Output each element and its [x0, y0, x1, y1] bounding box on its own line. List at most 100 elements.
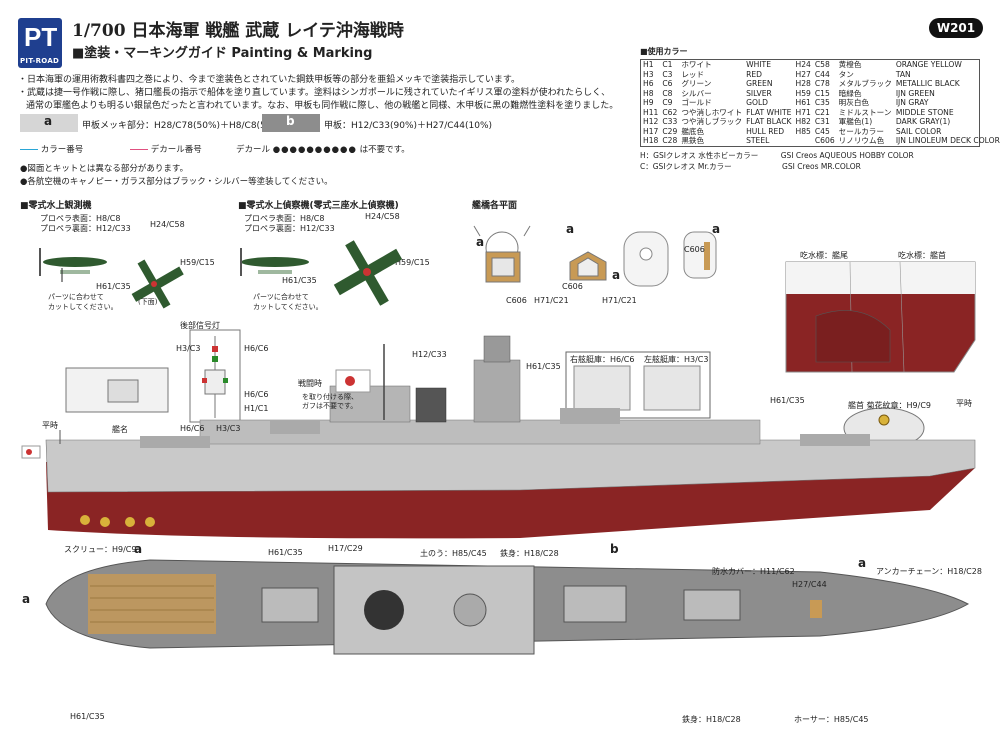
color-table-cell: SILVER: [746, 88, 772, 98]
color-table-cell: C33: [662, 117, 678, 126]
plan-h27: H27/C44: [792, 580, 827, 589]
color-table-cell: H12: [643, 117, 659, 126]
signal-h1: H1/C1: [244, 404, 269, 413]
color-table-cell: METALLIC BLACK: [895, 79, 960, 88]
signal-light-detail: [65, 329, 241, 423]
color-table-cell: C44: [814, 69, 830, 79]
swatch-a-letter: a: [44, 114, 53, 128]
plan-a-1: a: [134, 542, 143, 556]
color-table-cell: C31: [814, 117, 830, 126]
color-table-cell: 軍艦色(1): [838, 117, 873, 126]
color-table-cell: DARK GRAY(1): [895, 117, 951, 126]
flat-label-right: 平時: [956, 399, 972, 408]
plan-b-label: b: [610, 542, 619, 556]
warning-1: ●図面とキットとは異なる部分があります。: [20, 164, 189, 174]
color-table-foot-1: H：GSIクレオス 水性ホビーカラー GSI Creos AQUEOUS HOB…: [640, 150, 980, 161]
color-table-cell: C21: [814, 107, 830, 117]
legend-decal-prefix: デカール: [236, 145, 271, 155]
swatch-b-label: 甲板：H12/C33(90%)＋H27/C44(10%): [324, 121, 493, 131]
color-table-cell: C15: [814, 88, 830, 98]
color-table-cell: ゴールド: [681, 98, 712, 107]
color-table-cell: C62: [662, 107, 678, 117]
foot-c-jp: C：GSIクレオス Mr.カラー: [640, 161, 732, 171]
h24-label-2: H24/C58: [365, 212, 400, 221]
ship-profile: [45, 335, 976, 539]
plane1-top: [131, 259, 184, 309]
cut-note-1a: パーツに合わせて: [48, 293, 104, 301]
color-table-cell: H9: [643, 98, 654, 107]
swatch-a-label: 甲板メッキ部分：H28/C78(50%)＋H8/C8(50%): [82, 121, 284, 131]
prop-front-2: プロペラ表面：H8/C8: [244, 214, 325, 223]
boat-right-label: 右舷艇庫：H6/C6: [570, 355, 635, 364]
foot-h-en: GSI Creos AQUEOUS HOBBY COLOR: [780, 150, 914, 160]
plane2-top: [333, 240, 403, 306]
color-table-cell: C1: [662, 60, 673, 69]
color-table-cell: FLAT BLACK: [746, 117, 792, 126]
color-table-cell: MIDDLE STONE: [895, 107, 954, 117]
color-table-cell: H6: [643, 79, 654, 88]
foot-c-en: GSI Creos MR.COLOR: [782, 161, 861, 171]
pitroad-logo: PT PIT-ROAD: [18, 18, 62, 68]
profile-h61a: H61/C35: [526, 362, 561, 371]
war-note-2: ガフは不要です。: [302, 402, 358, 410]
legend-decal-suffix: は不要です。: [359, 145, 410, 155]
note-line-2: ・武蔵は捷一号作戦に際し、猪口艦長の指示で船体を塗り直しています。塗料はシンガポ…: [18, 88, 611, 98]
waterline-detail: [785, 261, 976, 373]
color-table-cell: 黒鉄色: [681, 136, 705, 145]
product-code-badge: W201: [929, 18, 983, 38]
color-table-cell: H71: [795, 107, 811, 117]
cut-note-2a: パーツに合わせて: [253, 293, 309, 301]
color-table-cell: グリーン: [681, 79, 712, 88]
color-table-cell: IJN LINOLEUM DECK COLOR: [895, 136, 1000, 145]
color-table-cell: H8: [643, 88, 654, 98]
note-line-3: 通常の軍艦色よりも明るい銀鼠色だったと言われています。なお、甲板も同作戦に際し、…: [26, 101, 619, 111]
waterline-left-label: 吃水標：艦尾: [800, 251, 848, 260]
color-table-cell: STEEL: [746, 136, 770, 145]
bridge-h71-1: H71/C21: [534, 296, 569, 305]
color-table-cell: H61: [795, 98, 811, 107]
aircraft-title-2: ■零式水上偵察機(零式三座水上偵察機): [238, 201, 399, 211]
prop-back-1: プロペラ裏面：H12/C33: [40, 224, 131, 233]
signal-h3-1: H3/C3: [176, 344, 201, 353]
color-table-cell: H11: [643, 107, 659, 117]
color-table-cell: C8: [662, 88, 673, 98]
plan-a-2: a: [22, 592, 31, 606]
profile-h17: H17/C29: [328, 544, 363, 553]
ship-plan: [45, 559, 970, 655]
color-table-cell: 艦底色: [681, 126, 705, 136]
bollard-label-top: 鉄身：H18/C28: [500, 549, 559, 558]
color-table-cell: シルバー: [681, 88, 712, 98]
color-table-cell: RED: [746, 69, 763, 79]
color-table-cell: ORANGE YELLOW: [895, 60, 962, 69]
color-table-cell: 暗緑色: [838, 88, 862, 98]
swatch-b: b: [262, 114, 320, 132]
legend-color-line: [20, 149, 38, 150]
color-table-cell: つや消しホワイト: [681, 107, 743, 117]
color-table-cell: H1: [643, 60, 654, 69]
h61-label-1: H61/C35: [96, 282, 131, 291]
color-table-cell: HULL RED: [746, 126, 785, 136]
bridge-c606-1: C606: [506, 296, 527, 305]
aircraft-title-1: ■零式水上観測機: [20, 201, 92, 211]
boat-insets: [565, 351, 711, 419]
h24-label-1: H24/C58: [150, 220, 185, 229]
plan-h61-bottom: H61/C35: [70, 712, 105, 721]
color-table-cell: C58: [814, 60, 830, 69]
flat-label-left: 平時: [42, 421, 58, 430]
bridge-a-1: a: [476, 235, 485, 249]
color-table-cell: GOLD: [746, 98, 769, 107]
signal-h6-1: H6/C6: [244, 344, 269, 353]
h59-label-1: H59/C15: [180, 258, 215, 267]
foot-h-jp: H：GSIクレオス 水性ホビーカラー: [640, 150, 759, 160]
legend-decal-label: デカール番号: [150, 145, 202, 155]
color-table-cell: C35: [814, 98, 830, 107]
wave-cover-label: 防水カバー：H11/C62: [712, 567, 795, 576]
plane1-side: [39, 248, 107, 282]
